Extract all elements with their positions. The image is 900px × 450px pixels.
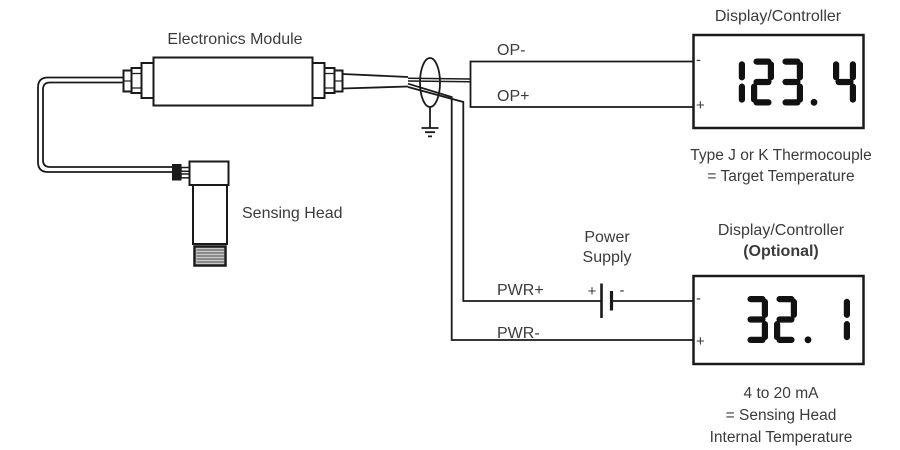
power-supply-label-line1: Power xyxy=(584,229,630,246)
seven-segment-dot xyxy=(810,98,818,106)
ground-icon xyxy=(421,127,439,138)
head-top-box xyxy=(188,160,230,186)
display-bottom-caption-line2: = Sensing Head xyxy=(726,407,837,424)
seven-segment-display-top xyxy=(738,58,857,106)
display-bottom-caption-line1: 4 to 20 mA xyxy=(744,385,820,402)
seven-segment-display-bottom xyxy=(747,296,851,344)
head-connector-pin-bottom xyxy=(180,173,191,179)
display-top-terminal-plus: + xyxy=(696,97,705,114)
head-connector-nut xyxy=(172,164,182,181)
head-connector-pin-top xyxy=(180,166,191,173)
display-top-caption-line1: Type J or K Thermocouple xyxy=(690,147,872,164)
module-flange-right xyxy=(311,62,326,99)
seven-segment-dot xyxy=(804,336,812,344)
display-bottom-terminal-plus: + xyxy=(696,333,705,350)
pwr-plus-label: PWR+ xyxy=(497,282,544,299)
wire-pwr-minus xyxy=(407,82,694,341)
electronics-module-label: Electronics Module xyxy=(167,31,302,48)
battery-minus-sign: - xyxy=(620,282,625,299)
display-top-terminal-minus: - xyxy=(696,52,701,69)
display-controller-bottom: Display/Controller (Optional) - + 4 to 2… xyxy=(692,222,865,446)
display-controller-top: Display/Controller - + Type J or K Therm… xyxy=(690,8,872,185)
power-supply: Power Supply + - xyxy=(583,229,632,318)
op-minus-label: OP- xyxy=(497,42,525,59)
display-top-title: Display/Controller xyxy=(715,8,842,25)
battery-plus-sign: + xyxy=(588,283,597,300)
sensing-head-label: Sensing Head xyxy=(242,205,343,222)
gland-ridges-left xyxy=(131,72,142,89)
module-gland-nut-right xyxy=(323,67,336,94)
sensing-head: Sensing Head xyxy=(172,160,343,267)
display-bottom-title: Display/Controller xyxy=(718,222,845,239)
op-plus-label: OP+ xyxy=(497,88,529,105)
cable-jacket xyxy=(342,73,409,90)
thread-hatching xyxy=(196,249,224,263)
power-supply-label-line2: Supply xyxy=(583,249,632,266)
display-top-caption-line2: = Target Temperature xyxy=(707,168,854,185)
head-cable-outer xyxy=(37,76,173,173)
display-top-box xyxy=(692,33,865,130)
wire-pwr-plus xyxy=(407,86,601,302)
pwr-labels: PWR+ PWR- xyxy=(497,282,544,342)
head-body xyxy=(192,184,228,245)
module-flange-left xyxy=(140,62,155,99)
gland-ridges-right xyxy=(324,72,335,89)
pwr-minus-label: PWR- xyxy=(497,325,540,342)
display-bottom-caption-line3: Internal Temperature xyxy=(710,429,853,446)
output-cable xyxy=(342,57,694,341)
cable-shield-ellipse-icon xyxy=(419,57,441,108)
op-wires: OP- OP+ xyxy=(469,42,694,108)
head-cable-inner xyxy=(42,81,173,168)
display-bottom-terminal-minus: - xyxy=(696,290,701,307)
module-body xyxy=(152,56,314,107)
module-gland-nut-left xyxy=(130,67,143,94)
sensing-head-cable xyxy=(37,76,173,173)
op-wire-bracket xyxy=(469,60,694,108)
electronics-module: Electronics Module xyxy=(122,31,344,107)
display-bottom-subtitle: (Optional) xyxy=(743,243,819,260)
